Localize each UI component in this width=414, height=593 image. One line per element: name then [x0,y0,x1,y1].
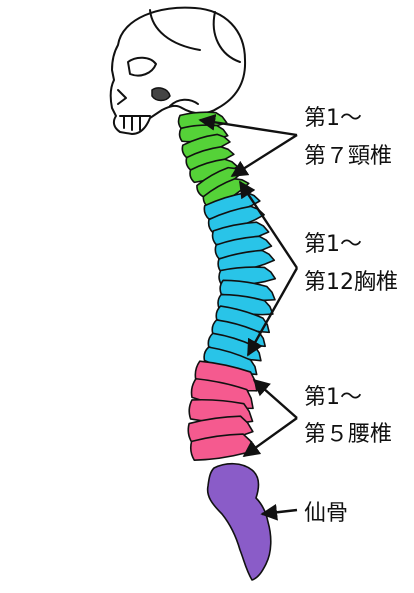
arrows [198,114,299,521]
lumbar-vertebra [189,433,257,461]
cervical-arrow-bottom [230,133,298,178]
cervical-label-line1: 第1〜 [304,106,362,131]
thoracic-arrow-top [238,180,299,269]
sacrum-arrow [260,503,298,521]
skull [109,6,247,135]
cervical-label-line2: 第７頸椎 [304,144,392,169]
cervical-arrow-top [198,114,298,137]
thoracic-label-line1: 第1〜 [304,232,362,257]
thoracic-label-line2: 第12胸椎 [304,270,398,295]
lumbar-label-line1: 第1〜 [304,385,362,410]
vertebrae-group [177,111,277,461]
sacrum-bone [206,462,272,581]
thoracic-arrow-bottom [246,267,299,357]
lumbar-arrow-top [252,378,298,419]
lumbar-arrow-bottom [242,417,298,457]
skull-ear-opening [151,87,171,102]
sacrum-label: 仙骨 [304,501,348,526]
lumbar-label-line2: 第５腰椎 [304,422,392,447]
